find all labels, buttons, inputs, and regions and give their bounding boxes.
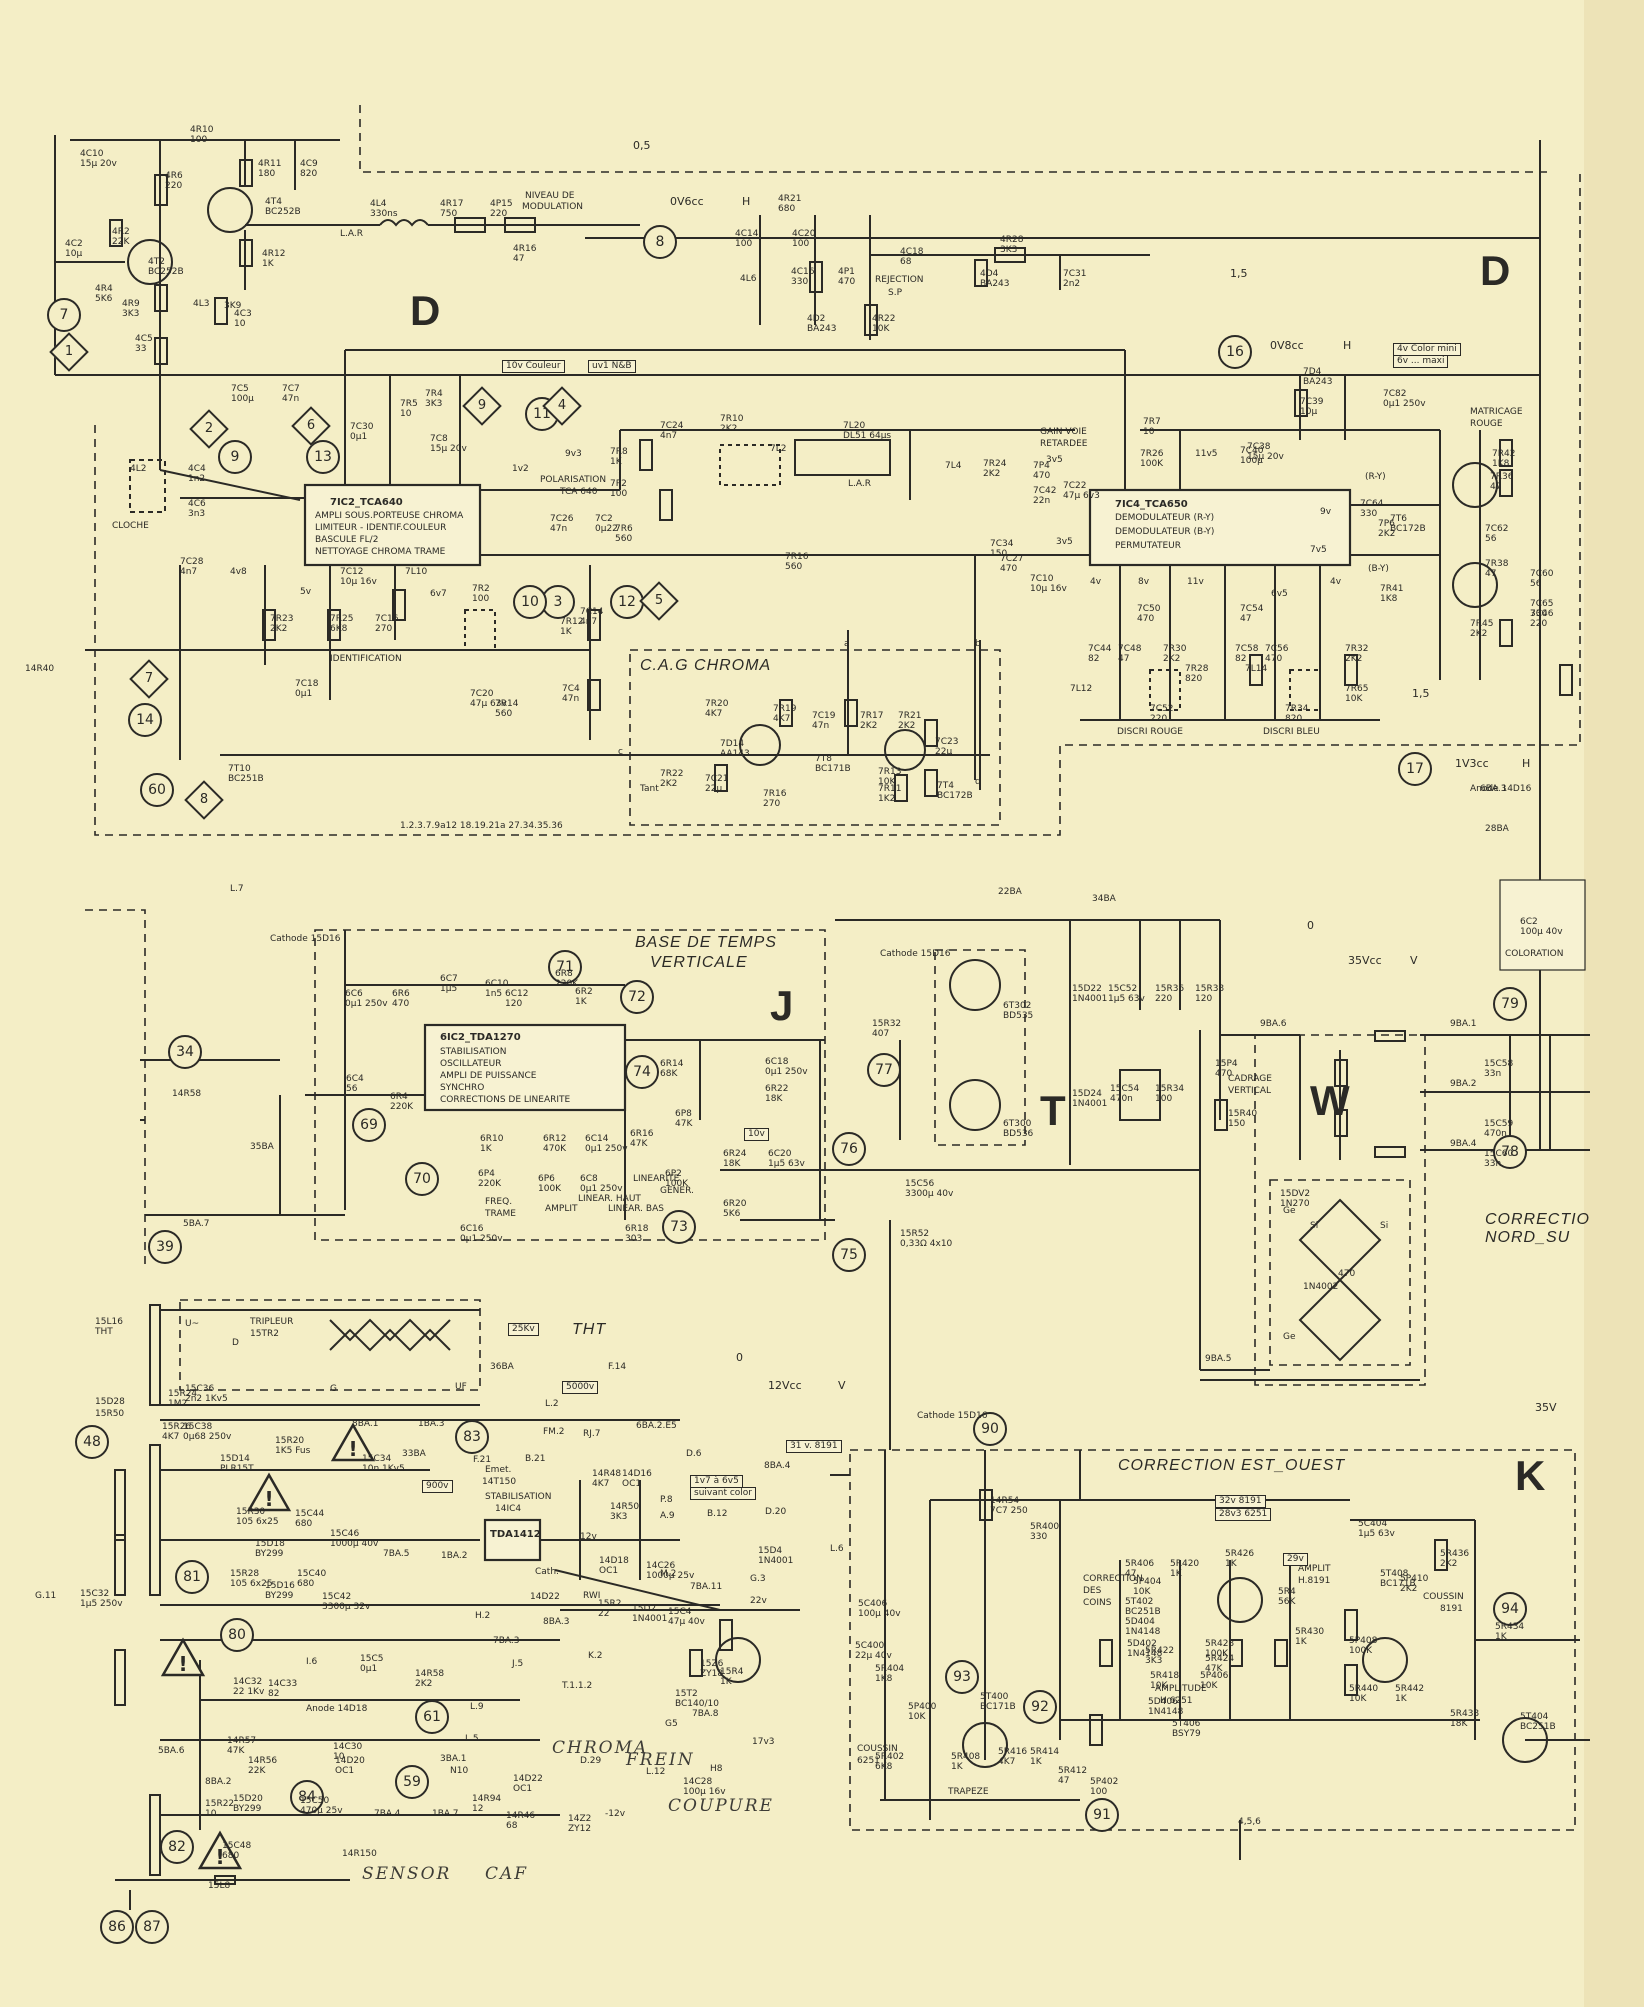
cag-wiring	[640, 630, 990, 802]
chroma-wiring	[85, 350, 1091, 780]
warning-icon: ! ! ! !	[160, 1422, 376, 1870]
svg-text:!: !	[264, 1487, 273, 1511]
cag-block	[629, 649, 1001, 826]
top-right-wiring	[1120, 374, 1540, 467]
video-stage	[54, 135, 640, 513]
correction-eo-block	[849, 1449, 1576, 1831]
left-connectors	[85, 909, 280, 1270]
power-section	[114, 1299, 800, 1910]
svg-text:!: !	[348, 1437, 357, 1461]
ic-tca640	[303, 483, 482, 567]
ic-tda1270	[423, 1023, 627, 1112]
base-temps-block	[314, 929, 826, 1241]
demod-wiring	[1080, 350, 1586, 971]
vertical-wiring	[145, 919, 1590, 1386]
paper-fold	[1584, 0, 1644, 2007]
svg-text:!: !	[215, 1845, 224, 1869]
rejection-stage	[759, 215, 1150, 340]
svg-text:!: !	[178, 1652, 187, 1676]
ic-tca650	[1088, 488, 1352, 567]
correction-eo-wiring	[830, 1220, 1590, 1860]
